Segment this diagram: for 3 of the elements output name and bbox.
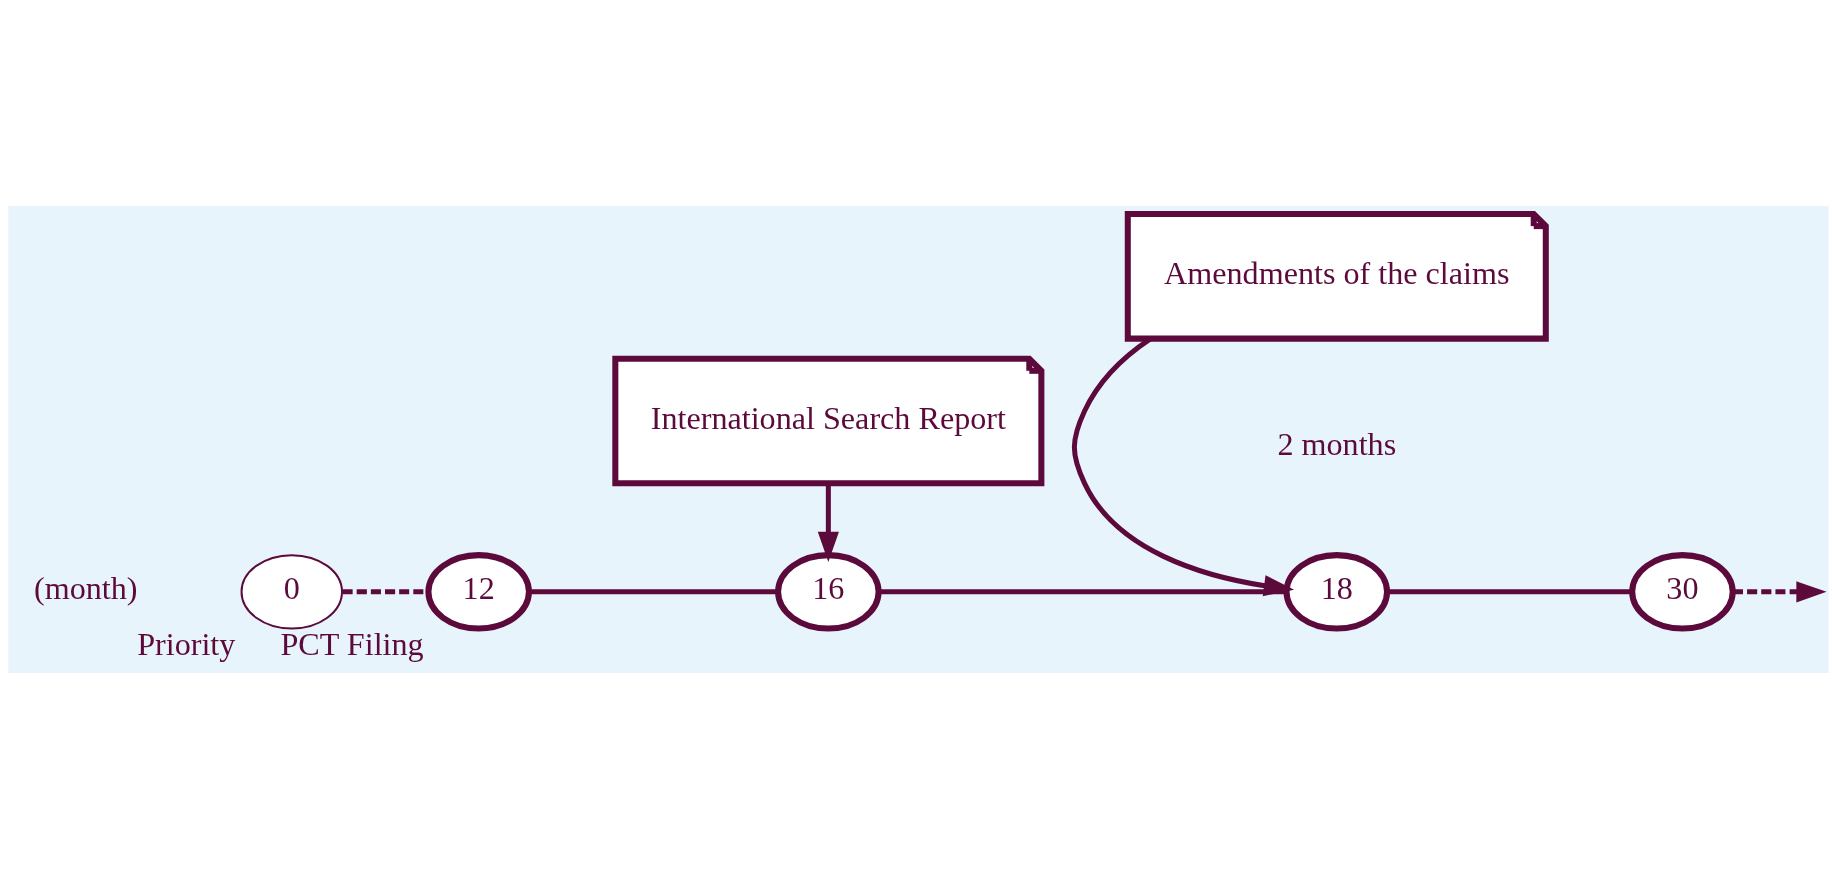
label: (month): [34, 569, 138, 606]
label: 2 months: [1277, 425, 1397, 462]
node-label: Priority: [137, 625, 236, 662]
